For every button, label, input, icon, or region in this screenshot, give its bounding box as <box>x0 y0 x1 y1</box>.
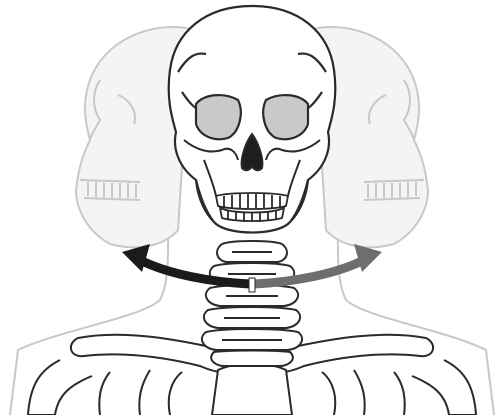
cervical-spine-icon <box>202 241 302 366</box>
eye-socket-right <box>263 95 308 139</box>
teeth-upper <box>216 193 288 209</box>
sternum <box>169 364 336 415</box>
rotation-axis-marker <box>249 278 255 292</box>
eye-socket-left <box>196 95 241 139</box>
